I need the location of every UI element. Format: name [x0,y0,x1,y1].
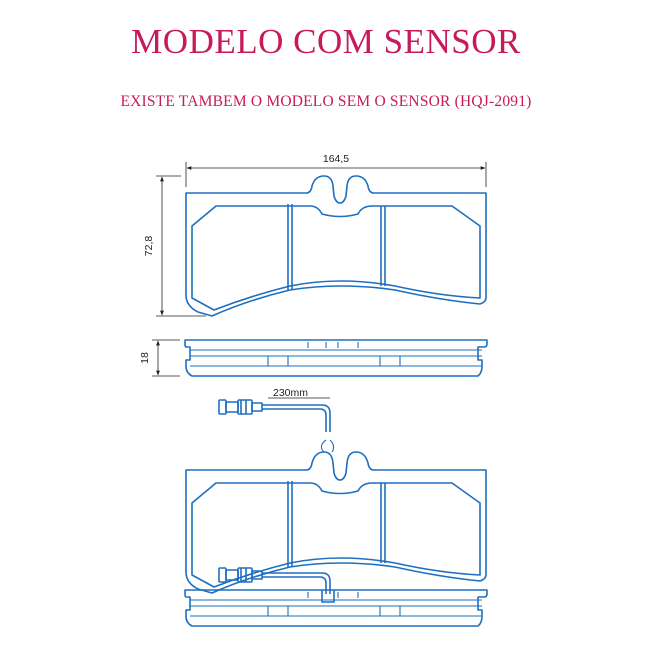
pad-front-view-with-sensor [185,439,487,594]
height-dimension-label: 72,8 [143,236,155,257]
sensor-cable-length-label: 230mm [273,387,308,399]
width-dimension-label: 164,5 [323,153,349,165]
page-subtitle: EXISTE TAMBEM O MODELO SEM O SENSOR (HQJ… [120,93,532,110]
sensor-connector: 230mm [218,387,331,432]
page-title: MODELO COM SENSOR [131,22,521,61]
pad-side-view-dimensioned: 18 [139,339,488,377]
pad-side-view-with-sensor [184,567,488,627]
thickness-dimension-label: 18 [139,352,151,364]
pad-front-view-dimensioned: 164,5 72,8 [143,153,487,317]
